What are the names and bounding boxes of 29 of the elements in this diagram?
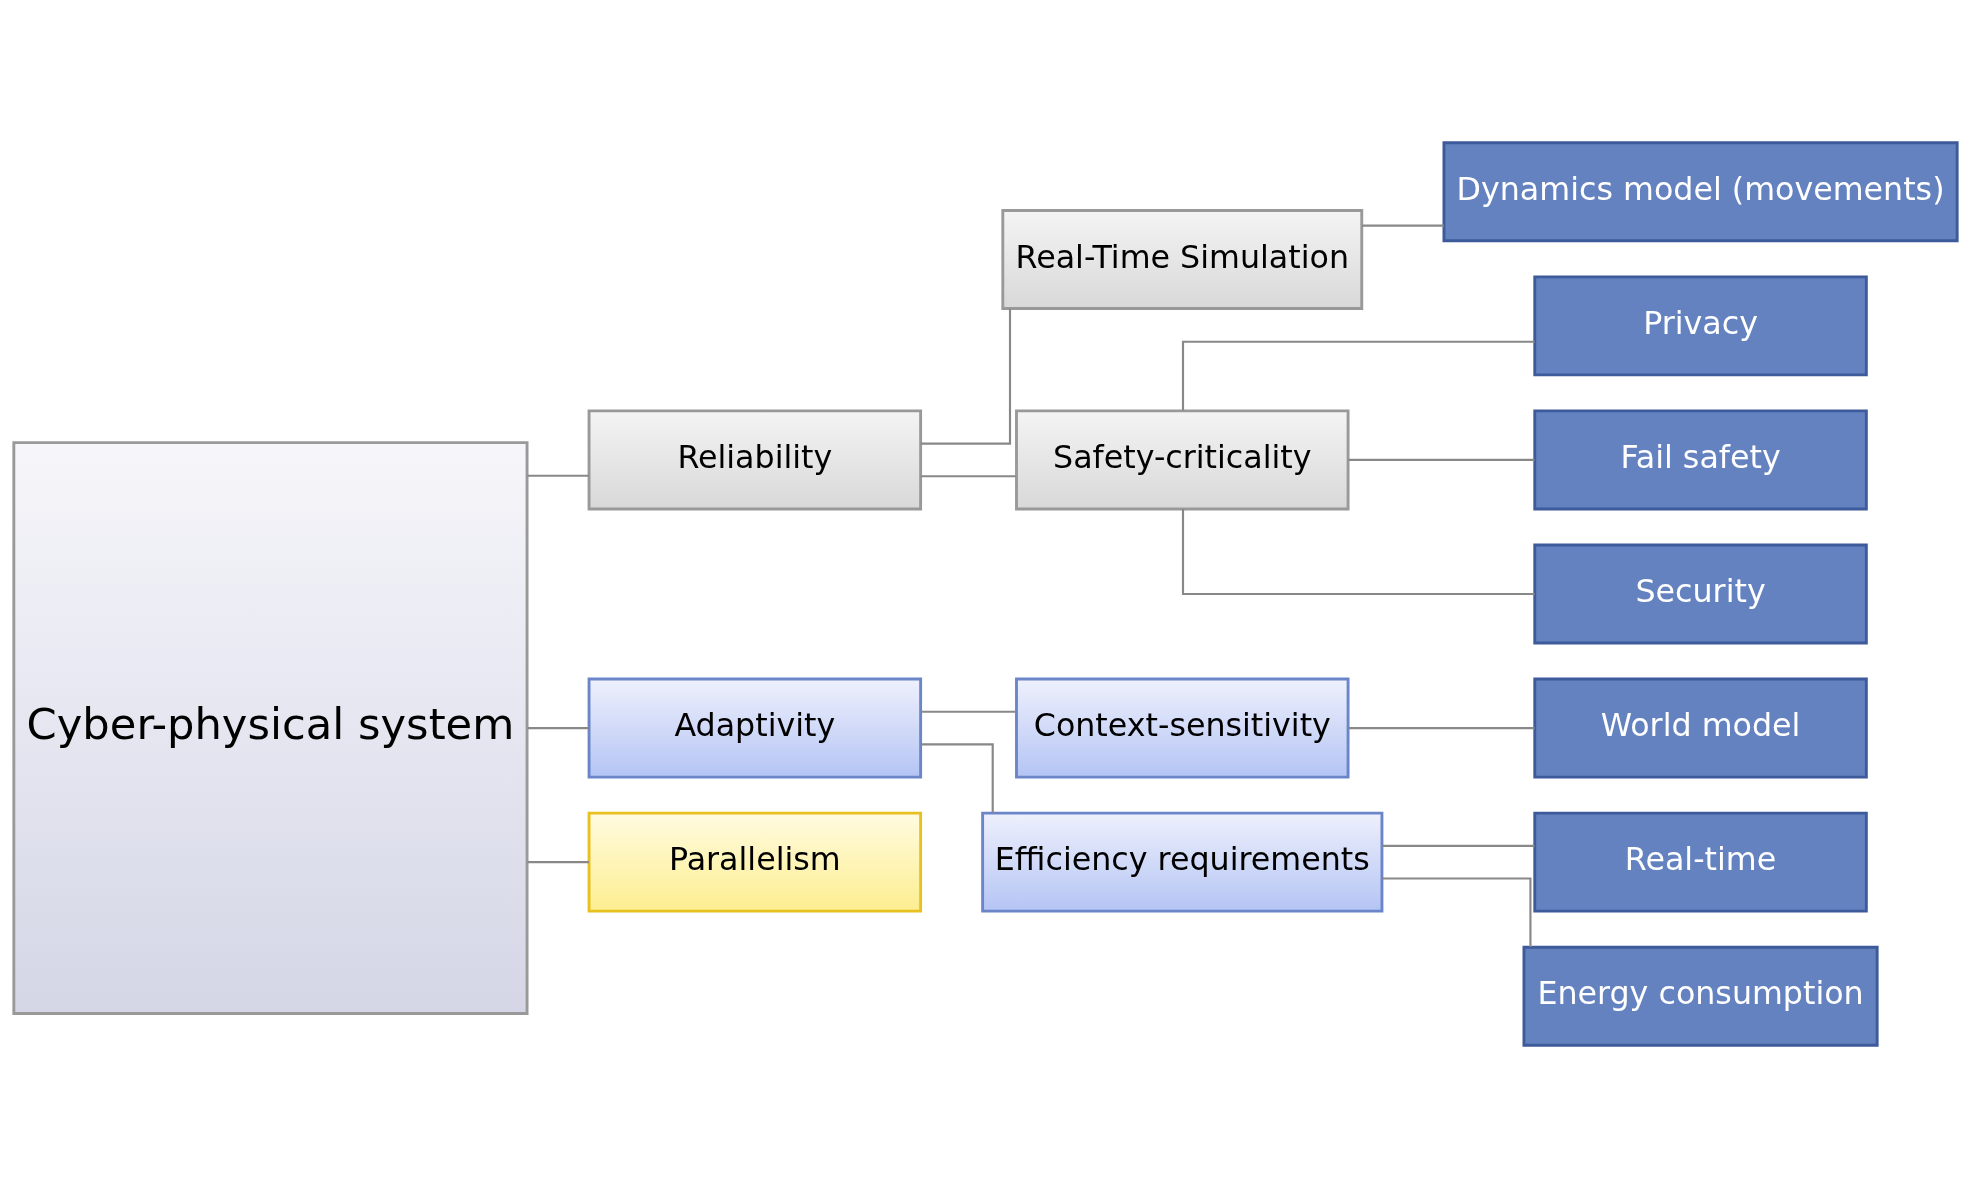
connector <box>1362 224 1444 227</box>
connector <box>1181 509 1535 596</box>
connector <box>920 475 1016 478</box>
node-box: World model <box>1533 677 1868 779</box>
connector <box>1348 458 1535 461</box>
node-box: Privacy <box>1533 275 1868 377</box>
connector <box>1181 340 1535 411</box>
connector <box>1382 844 1535 847</box>
node-box: Safety-criticality <box>1015 409 1350 511</box>
connector <box>527 727 589 730</box>
connector <box>1382 877 1532 947</box>
node-box: Adaptivity <box>587 677 923 779</box>
node-box: Reliability <box>587 409 923 511</box>
connector <box>527 861 589 864</box>
connector <box>1348 727 1535 730</box>
node-box: Real-time <box>1533 811 1868 913</box>
connector <box>920 743 994 813</box>
node-box: Real-Time Simulation <box>1001 209 1364 310</box>
node-box: Cyber-physical system <box>12 441 529 1015</box>
node-box: Context-sensitivity <box>1015 677 1350 779</box>
node-box: Energy consumption <box>1522 945 1879 1047</box>
node-box: Parallelism <box>587 811 923 913</box>
node-box: Fail safety <box>1533 409 1868 511</box>
connector <box>920 308 1012 445</box>
connector <box>920 710 1016 713</box>
connector <box>527 474 589 477</box>
node-box: Efficiency requirements <box>981 811 1384 913</box>
node-box: Dynamics model (movements) <box>1442 141 1959 243</box>
node-box: Security <box>1533 543 1868 645</box>
